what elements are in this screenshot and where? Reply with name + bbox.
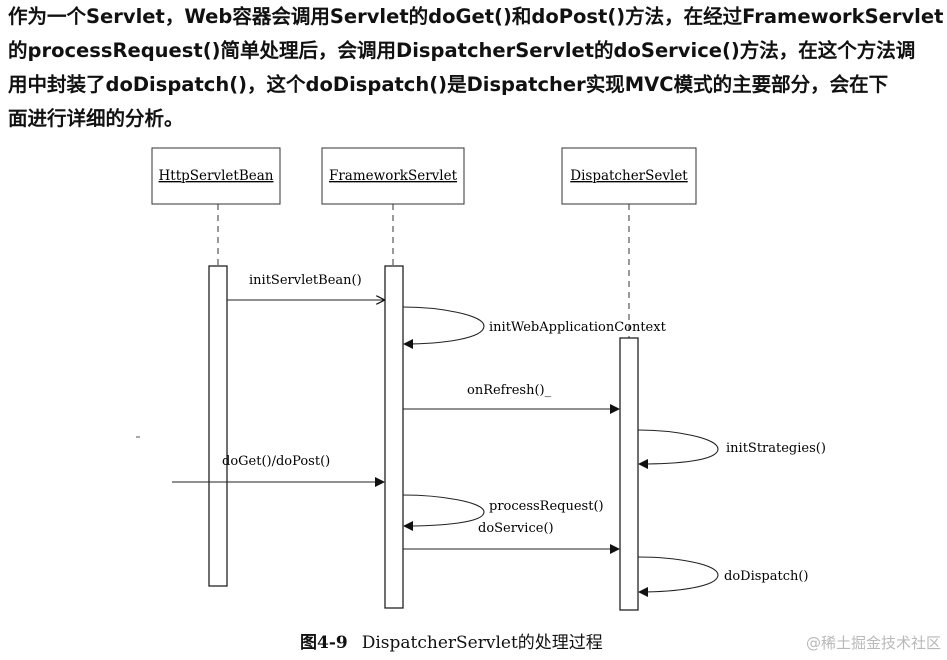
figure-caption: 图4-9 DispatcherServlet的处理过程 xyxy=(300,628,603,653)
message-do-get-do-post: doGet()/doPost() xyxy=(172,454,385,487)
message-do-service: doService() xyxy=(403,521,620,554)
watermark: @稀土掘金技术社区 xyxy=(805,634,941,652)
lifeline-httpservletbean: HttpServletBean xyxy=(151,147,281,266)
message-init-web-application-context: initWebApplicationContext xyxy=(402,306,667,349)
lifeline-label-httpservletbean: HttpServletBean xyxy=(159,168,274,184)
figure-title: DispatcherServlet的处理过程 xyxy=(361,633,603,653)
activation-bar-frameworkservlet xyxy=(384,265,404,609)
lifeline-label-dispatcherservlet: DispatcherSevlet xyxy=(570,168,688,184)
message-label-on-refresh: onRefresh()_ xyxy=(467,383,552,398)
message-on-refresh: onRefresh()_ xyxy=(403,383,620,414)
activation-bar-dispatcherservlet xyxy=(619,337,639,611)
message-label-do-get-do-post: doGet()/doPost() xyxy=(222,454,330,469)
message-label-init-web-application-context: initWebApplicationContext xyxy=(489,320,667,335)
paragraph-line-2: 的processRequest()简单处理后，会调用DispatcherServ… xyxy=(8,39,916,62)
message-label-init-servlet-bean: initServletBean() xyxy=(249,273,362,288)
activation-bar-httpservletbean xyxy=(208,265,228,587)
message-init-servlet-bean: initServletBean() xyxy=(227,273,384,300)
paragraph-line-4: 面进行详细的分析。 xyxy=(8,107,184,130)
lifeline-label-frameworkservlet: FrameworkServlet xyxy=(329,168,458,184)
message-process-request: processRequest() xyxy=(402,494,604,531)
lifeline-dispatcherservlet: DispatcherSevlet xyxy=(561,147,697,338)
paragraph-line-1: 作为一个Servlet，Web容器会调用Servlet的doGet()和doPo… xyxy=(8,5,944,28)
message-label-do-dispatch: doDispatch() xyxy=(724,569,809,584)
message-label-process-request: processRequest() xyxy=(489,499,604,514)
message-init-strategies: initStrategies() xyxy=(637,429,826,469)
paragraph-line-3: 用中封装了doDispatch()，这个doDispatch()是Dispatc… xyxy=(8,73,889,96)
message-label-init-strategies: initStrategies() xyxy=(726,441,826,456)
figure-number: 图4-9 xyxy=(300,633,348,653)
message-do-dispatch: doDispatch() xyxy=(637,556,809,597)
lifeline-frameworkservlet: FrameworkServlet xyxy=(321,147,465,266)
message-label-do-service: doService() xyxy=(478,521,554,536)
